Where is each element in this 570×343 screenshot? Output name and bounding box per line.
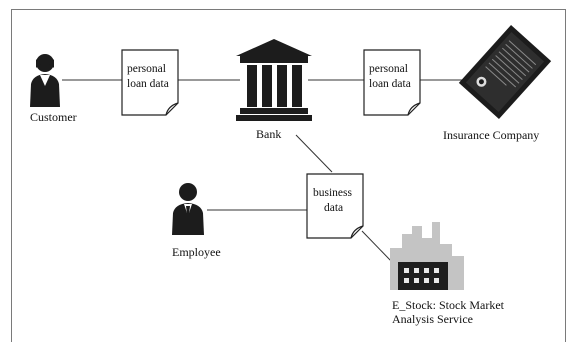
estock-label-line1: E_Stock: Stock Market [392,298,504,312]
doc1-line1: personal [127,63,166,75]
insurance-company-label: Insurance Company [443,128,540,142]
document-personal-loan-data-2: personal loan data [363,49,421,116]
doc1-line2: loan data [127,78,169,90]
bank-icon [236,39,312,121]
customer-label: Customer [30,110,77,124]
doc3-line1: business [313,187,353,199]
employee-label: Employee [172,245,221,259]
employee-icon [172,183,204,235]
doc2-line1: personal [369,63,408,75]
estock-skyline-icon [390,222,464,290]
diagram-frame [11,9,566,342]
edge-doc3-estock [361,230,393,263]
insurance-contract-icon [458,24,552,120]
doc2-line2: loan data [369,78,411,90]
document-personal-loan-data-1: personal loan data [121,49,179,116]
document-business-data: business data [306,173,364,239]
edge-bank-doc3 [295,134,333,173]
customer-icon [30,54,60,107]
estock-label-line2: Analysis Service [392,312,473,326]
bank-label: Bank [256,127,282,141]
doc3-line2: data [324,202,343,214]
